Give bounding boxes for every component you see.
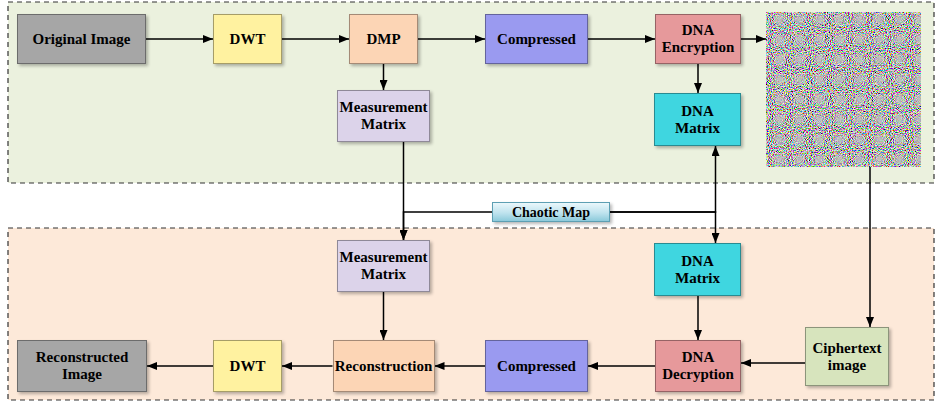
node-label: Reconstructed Image [22, 349, 142, 383]
node-label: Chaotic Map [512, 205, 590, 220]
connector-arrow [741, 362, 805, 364]
connector-arrow [588, 365, 655, 367]
connector-arrow [588, 38, 655, 40]
matrix-box: Measurement Matrix [337, 90, 430, 142]
node-label: DNA Matrix [659, 253, 736, 287]
connector-arrow [435, 365, 486, 367]
decryption-region [8, 228, 934, 400]
process-box: DMP [349, 14, 418, 64]
process-box: Compressed [485, 340, 588, 392]
process-box: DWT [213, 14, 282, 64]
arrow-to-cipher-image [741, 38, 766, 40]
connector-arrow [146, 38, 213, 40]
matrix-box: Measurement Matrix [337, 240, 430, 292]
connector-arrow [383, 64, 385, 90]
process-box: DNA Decryption [655, 340, 741, 392]
node-label: DMP [366, 31, 400, 48]
encryption-region [8, 2, 934, 183]
node-label: Measurement Matrix [339, 249, 427, 283]
node-label: Reconstruction [335, 358, 433, 375]
matrix-box: DNA Matrix [654, 243, 741, 296]
node-label: DWT [230, 358, 266, 375]
connector-arrow [383, 292, 385, 340]
connector-arrow [610, 212, 716, 243]
node-label: Ciphertext image [810, 340, 884, 374]
node-label: DNA Encryption [660, 22, 736, 56]
cipher-noise-image [766, 12, 921, 167]
node-label: Measurement Matrix [339, 99, 427, 133]
matrix-box: DNA Matrix [654, 93, 741, 146]
node-label: DWT [230, 31, 266, 48]
process-box: DNA Encryption [655, 14, 741, 64]
arrow-to-ciphertext [869, 167, 871, 327]
node-label: DNA Decryption [660, 349, 736, 383]
node-label: Compressed [497, 31, 576, 48]
connector-arrow [697, 296, 699, 340]
connector-arrow [418, 38, 485, 40]
connector-arrow [610, 146, 716, 212]
connector-arrow [282, 38, 349, 40]
node-label: DNA Matrix [659, 103, 736, 137]
node-label: Original Image [33, 31, 131, 48]
input-box: Original Image [17, 14, 146, 64]
process-box: Compressed [485, 14, 588, 64]
node-label: Compressed [497, 358, 576, 375]
output-box: Reconstructed Image [17, 340, 147, 392]
input-box: Ciphertext image [805, 327, 889, 386]
connector-arrow [697, 64, 699, 93]
key-label-box: Chaotic Map [492, 202, 610, 222]
process-box: DWT [213, 340, 282, 392]
connector-arrow [147, 365, 213, 367]
connector-arrow [404, 212, 493, 240]
process-box: Reconstruction [333, 340, 435, 392]
connector-arrow [282, 365, 333, 367]
